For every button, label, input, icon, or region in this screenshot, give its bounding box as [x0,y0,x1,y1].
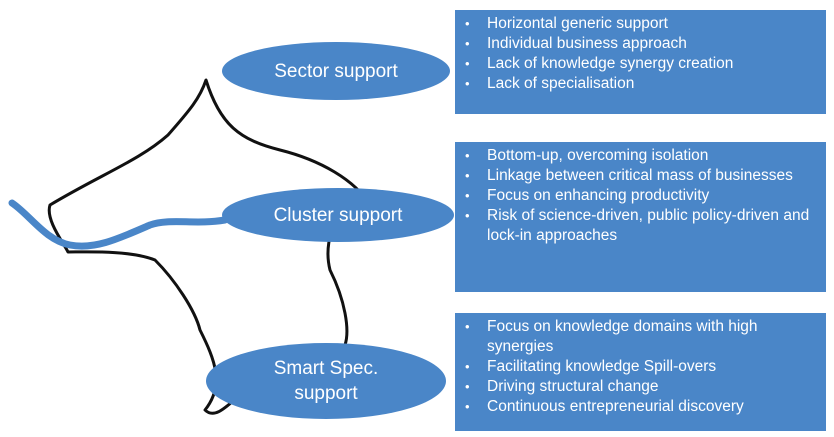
sector-support-box: Horizontal generic support Individual bu… [455,10,826,114]
list-item: Driving structural change [463,377,822,397]
list-item: Lack of specialisation [463,74,822,94]
smart-spec-label-line2: support [294,383,358,404]
list-item: Facilitating knowledge Spill-overs [463,357,822,377]
cluster-support-label: Cluster support [273,204,403,226]
smart-spec-label-line1: Smart Spec. [273,358,379,379]
list-item: Individual business approach [463,34,822,54]
list-item: Focus on enhancing productivity [463,186,822,206]
smart-spec-support-ellipse: Smart Spec. support [206,343,446,419]
list-item: Continuous entrepreneurial discovery [463,397,822,417]
river-line [8,199,229,250]
list-item: Risk of science-driven, public policy-dr… [463,206,822,246]
cluster-support-box: Bottom-up, overcoming isolation Linkage … [455,142,826,292]
smart-spec-support-box: Focus on knowledge domains with high syn… [455,313,826,431]
list-item: Linkage between critical mass of busines… [463,166,822,186]
cluster-support-ellipse: Cluster support [222,188,454,242]
list-item: Horizontal generic support [463,14,822,34]
list-item: Lack of knowledge synergy creation [463,54,822,74]
list-item: Bottom-up, overcoming isolation [463,146,822,166]
list-item: Focus on knowledge domains with high syn… [463,317,822,357]
sector-support-ellipse: Sector support [222,42,450,100]
sector-support-label: Sector support [274,60,398,82]
